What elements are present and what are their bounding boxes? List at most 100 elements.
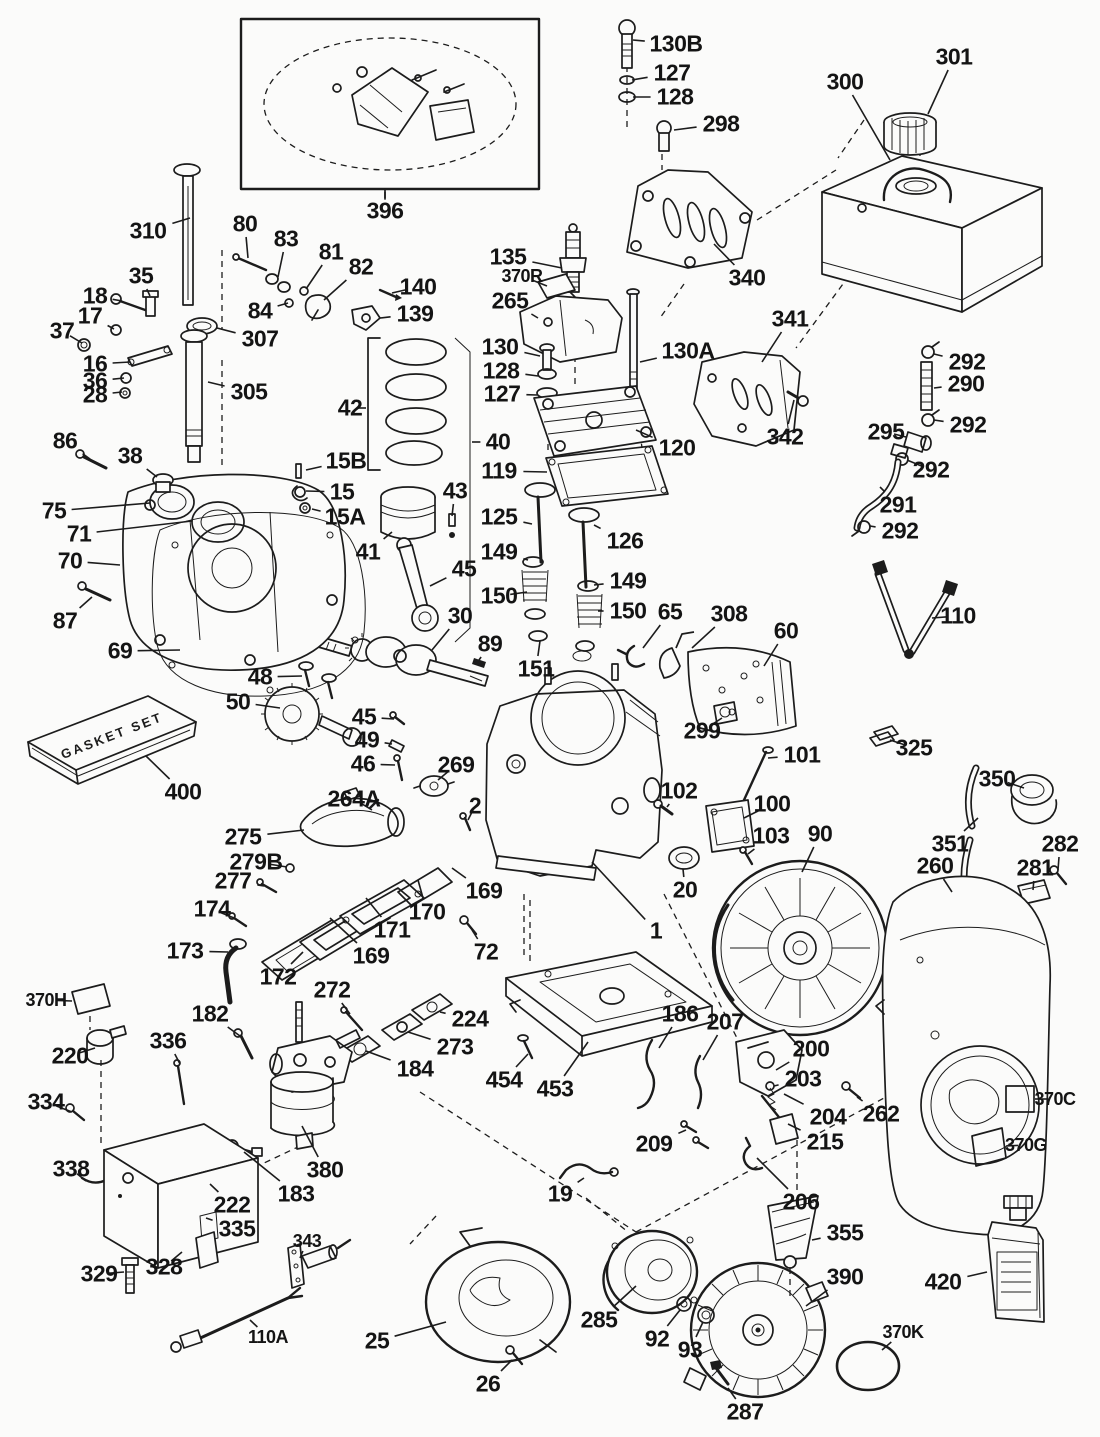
part-label-82: 82	[348, 253, 374, 280]
oil-seal-20	[668, 846, 700, 870]
piston-ring-set-42	[367, 337, 471, 643]
part-label-80: 80	[232, 210, 258, 237]
valve-spring-assembly-right	[572, 580, 603, 662]
leader-273	[407, 1031, 431, 1040]
part-label-292: 292	[881, 517, 919, 544]
leader-206	[756, 1157, 789, 1190]
governor-small-parts	[232, 253, 402, 331]
exhaust-elbow-173	[223, 938, 247, 1005]
leader-169	[329, 917, 358, 944]
screw-87	[77, 581, 112, 602]
fuel-tank-300	[821, 155, 1043, 313]
leader-186	[658, 1026, 673, 1049]
fuel-cap-301	[883, 112, 937, 156]
leader-172	[290, 951, 304, 965]
part-label-110: 110	[940, 602, 976, 629]
part-label-171: 171	[373, 916, 411, 943]
leader-390	[805, 1289, 828, 1307]
leader-150	[510, 591, 528, 596]
leader-299	[709, 717, 723, 727]
leader-204	[783, 1093, 804, 1105]
wire-186	[636, 1038, 656, 1110]
leader-86	[82, 453, 91, 460]
part-label-25: 25	[364, 1327, 390, 1354]
spacer-269	[413, 775, 455, 797]
leader-45	[429, 577, 447, 587]
part-label-390: 390	[826, 1263, 864, 1290]
leader-453	[563, 1041, 589, 1077]
part-label-71: 71	[66, 520, 92, 547]
leader-272	[341, 1002, 351, 1015]
part-label-301: 301	[935, 43, 973, 70]
leader-130A	[639, 357, 657, 363]
part-label-340: 340	[728, 264, 766, 291]
leader-1	[591, 861, 646, 920]
part-label-172: 172	[259, 963, 297, 990]
leader-207	[702, 1034, 719, 1061]
part-label-20: 20	[672, 876, 698, 903]
part-label-140: 140	[399, 273, 437, 300]
bearing-71	[191, 501, 245, 543]
leader-49	[384, 742, 393, 745]
leader-72	[471, 929, 479, 940]
part-label-204: 204	[809, 1103, 847, 1130]
part-label-343: 343	[292, 1231, 322, 1251]
part-label-206: 206	[782, 1188, 820, 1215]
bolt-298	[656, 120, 672, 152]
part-label-355: 355	[826, 1219, 864, 1246]
part-label-282: 282	[1041, 830, 1079, 857]
piston-41	[380, 486, 436, 540]
part-label-139: 139	[396, 300, 434, 327]
part-label-220: 220	[51, 1042, 89, 1069]
part-label-262: 262	[862, 1100, 900, 1127]
leader-140	[391, 288, 408, 294]
part-label-101: 101	[783, 741, 821, 768]
leader-291	[879, 486, 886, 493]
part-label-272: 272	[313, 976, 351, 1003]
leader-48	[277, 675, 303, 678]
part-label-38: 38	[117, 442, 143, 469]
leader-135	[532, 261, 563, 269]
part-label-299: 299	[683, 717, 721, 744]
leader-83	[277, 251, 285, 278]
decal-370G	[971, 1127, 1007, 1167]
part-label-15B: 15B	[325, 447, 367, 474]
leader-182	[227, 1026, 241, 1037]
leader-80	[245, 236, 249, 259]
part-label-36: 36	[82, 367, 108, 394]
camshaft-gear-50	[261, 683, 362, 747]
leader-287	[727, 1387, 737, 1400]
part-label-45: 45	[351, 703, 377, 730]
leader-224	[439, 1011, 446, 1015]
part-label-30: 30	[447, 602, 473, 629]
flywheel-90	[711, 859, 889, 1037]
leader-71	[96, 520, 193, 533]
part-label-48: 48	[247, 663, 273, 690]
spark-plug-wire-110	[872, 560, 958, 659]
bolt-342	[786, 390, 809, 407]
leader-130B	[632, 39, 645, 42]
leader-103	[747, 848, 755, 855]
leader-279B	[268, 863, 288, 868]
part-label-149: 149	[480, 538, 518, 565]
leader-295	[893, 433, 907, 438]
part-label-15: 15	[329, 478, 355, 505]
part-label-69: 69	[107, 637, 133, 664]
part-label-35: 35	[128, 262, 154, 289]
leader-351	[963, 817, 979, 832]
nut-93	[697, 1306, 715, 1324]
leader-15A	[311, 508, 321, 512]
leader-110A	[249, 1319, 258, 1328]
part-label-93: 93	[677, 1336, 703, 1363]
leader-15	[305, 490, 325, 493]
leader-60	[763, 643, 779, 667]
part-label-150: 150	[609, 597, 647, 624]
leader-325	[889, 739, 905, 746]
valve-spring-assembly-left	[521, 556, 549, 642]
bolt-287	[710, 1360, 730, 1386]
part-label-277: 277	[214, 867, 252, 894]
part-label-103: 103	[752, 822, 790, 849]
leader-89	[478, 656, 482, 661]
part-label-370H: 370H	[25, 990, 67, 1010]
part-label-328: 328	[145, 1253, 183, 1280]
